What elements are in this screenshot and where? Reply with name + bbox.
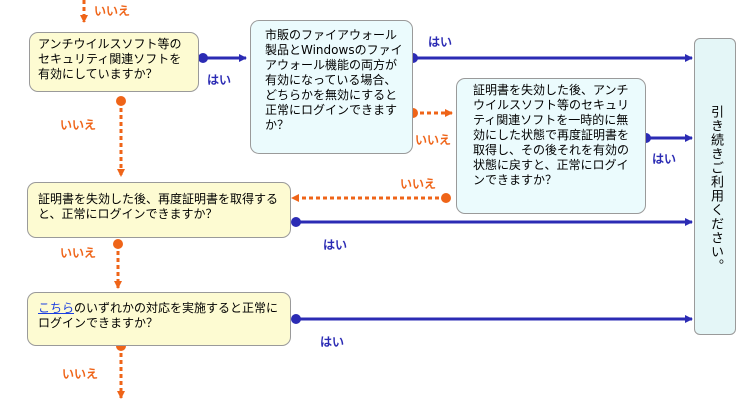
no-label-q4: いいえ — [60, 246, 97, 260]
question-reacquire-certificate-text: 証明書を失効した後、再度証明書を取得すると、正常にログインできますか？ — [38, 192, 279, 221]
yes-label-q5: はい — [320, 335, 345, 349]
yes-label-q2: はい — [428, 35, 453, 49]
no-label-q2: いいえ — [415, 133, 452, 147]
yes-label-q3: はい — [652, 152, 677, 166]
question-firewall-text: 市販のファイアウォール製品とWindowsのファイアウォール機能の両方が有効にな… — [265, 28, 403, 132]
continue-use-terminal: 引き続きご利用ください。 — [694, 38, 736, 335]
question-security-software-text: アンチウイルスソフト等のセキュリティ関連ソフトを有効にしていますか？ — [38, 37, 182, 81]
yes-label-q1: はい — [207, 73, 232, 87]
yes-label-q4: はい — [323, 238, 348, 252]
question-other-actions: こちらのいずれかの対応を実施すると正常にログインできますか？ — [27, 292, 291, 346]
question-firewall: 市販のファイアウォール製品とWindowsのファイアウォール機能の両方が有効にな… — [250, 20, 413, 154]
no-label-q5: いいえ — [62, 367, 99, 381]
no-label-q1: いいえ — [60, 118, 97, 132]
question-disable-security-reacquire: 証明書を失効した後、アンチウイルスソフト等のセキュリティ関連ソフトを一時的に無効… — [456, 78, 646, 214]
question-reacquire-certificate: 証明書を失効した後、再度証明書を取得すると、正常にログインできますか？ — [27, 182, 291, 238]
other-actions-link[interactable]: こちら — [38, 301, 75, 315]
no-label-top: いいえ — [94, 4, 131, 18]
question-disable-security-reacquire-text: 証明書を失効した後、アンチウイルスソフト等のセキュリティ関連ソフトを一時的に無効… — [473, 83, 630, 187]
continue-use-text: 引き続きご利用ください。 — [708, 105, 723, 273]
question-other-actions-text: のいずれかの対応を実施すると正常にログインできますか？ — [38, 301, 279, 330]
no-label-q3: いいえ — [400, 177, 437, 191]
question-security-software: アンチウイルスソフト等のセキュリティ関連ソフトを有効にしていますか？ — [29, 32, 199, 92]
